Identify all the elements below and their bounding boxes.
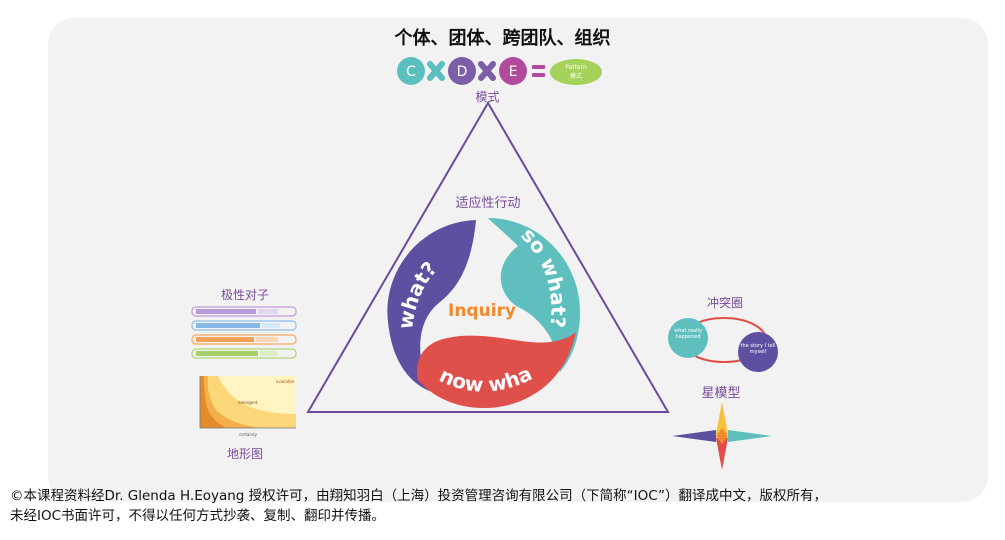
star-right — [728, 430, 772, 442]
pattern-ellipse — [550, 59, 602, 85]
copyright-footer: ©本课程资料经Dr. Glenda H.Eoyang 授权许可，由翔知羽白（上海… — [10, 486, 1000, 526]
landscape-certainty: certainty — [239, 432, 258, 437]
what-blade — [387, 220, 476, 392]
bubble-right — [738, 332, 778, 372]
e-letter: E — [509, 64, 518, 80]
multiply-icon — [478, 61, 496, 81]
polarity-pairs-graphic — [191, 306, 297, 359]
inquiry-cycle: what? so what? now what? Inquiry — [374, 193, 580, 408]
polarity-row-3 — [191, 334, 297, 345]
star-top — [716, 402, 728, 434]
conflict-label: 冲突圈 — [706, 296, 743, 310]
copyright-line-1: ©本课程资料经Dr. Glenda H.Eoyang 授权许可，由翔知羽白（上海… — [10, 488, 827, 504]
landscape-emergent: emergent — [238, 400, 258, 405]
formula: C D E Pattern 模式 — [397, 57, 602, 85]
landscape-diagram: emergent available certainty — [199, 376, 296, 437]
star-bottom — [716, 438, 728, 470]
bubble-left — [668, 318, 708, 358]
polarity-row-2 — [191, 320, 297, 331]
landscape-available: available — [276, 379, 295, 384]
bubble-right-text: the story I tell myself — [740, 343, 776, 355]
polarity-row-1 — [191, 306, 297, 317]
so-what-blade — [488, 218, 580, 372]
adaptive-action-label: 适应性行动 — [455, 196, 521, 211]
multiply-icon — [427, 61, 445, 81]
pattern-label: 模式 — [475, 90, 500, 104]
conflict-circle-graphic: what really happened the story I tell my… — [668, 317, 778, 372]
now-what-blade — [416, 332, 576, 408]
pattern-en: Pattern — [565, 64, 587, 71]
c-letter: C — [406, 64, 416, 80]
copyright-line-2: 未经IOC书面许可，不得以任何方式抄袭、复制、翻印并传播。 — [10, 508, 386, 524]
inquiry-text: Inquiry — [448, 301, 516, 321]
d-letter: D — [457, 64, 468, 80]
d-circle — [448, 57, 476, 85]
equals-icon — [532, 65, 545, 77]
landscape-label: 地形图 — [226, 447, 263, 461]
pattern-zh: 模式 — [570, 72, 582, 80]
star-model-label: 星模型 — [701, 386, 741, 401]
polarity-label: 极性对子 — [220, 288, 269, 302]
star-left — [672, 430, 716, 442]
c-circle — [397, 57, 425, 85]
star-model-graphic — [672, 402, 772, 470]
bubble-left-text: what really happened — [674, 328, 702, 340]
e-circle — [499, 57, 527, 85]
page-title: 个体、团体、跨团队、组织 — [394, 28, 611, 49]
polarity-row-4 — [191, 348, 297, 359]
